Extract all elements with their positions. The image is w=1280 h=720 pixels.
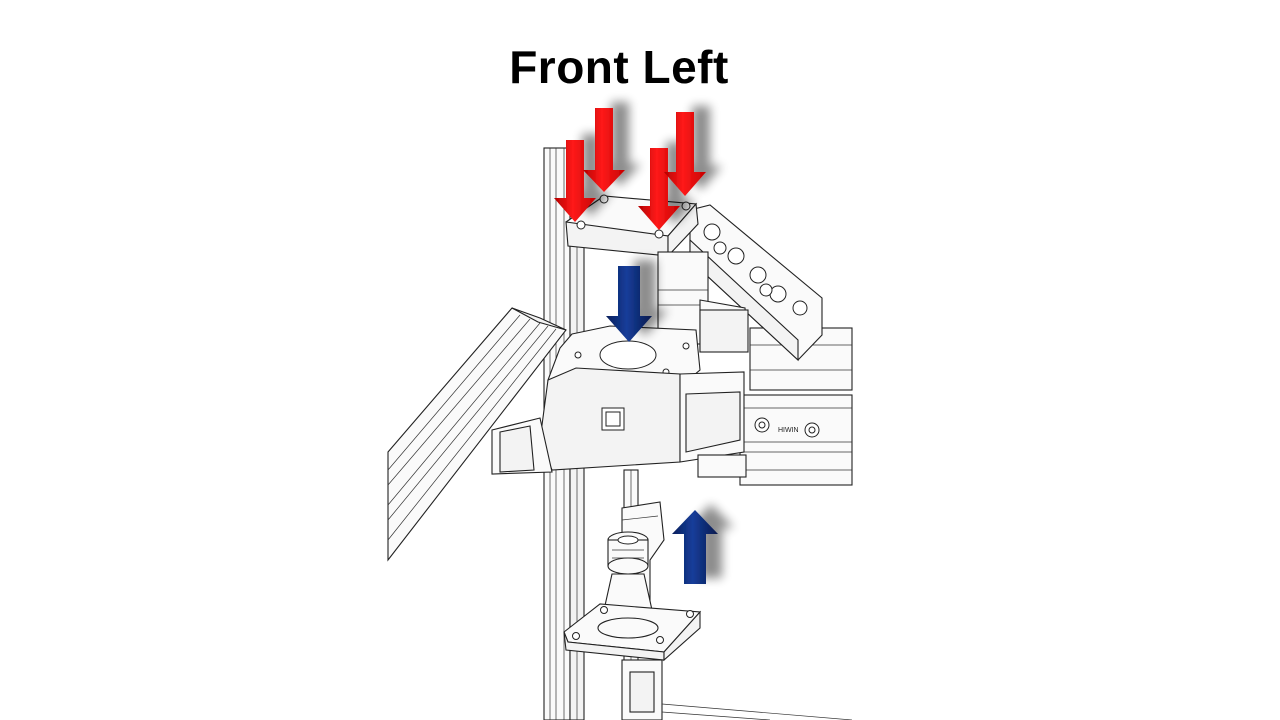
red-arrow-3 xyxy=(638,148,680,230)
page-title: Front Left xyxy=(509,41,729,93)
arrow-up-icon xyxy=(672,510,718,584)
bottom-motor-mount xyxy=(563,573,853,720)
corner-block xyxy=(491,325,747,478)
blue-up-arrow xyxy=(672,510,718,584)
arrow-down-icon xyxy=(554,140,596,222)
arrow-down-icon xyxy=(606,266,652,342)
red-arrow-2 xyxy=(583,108,625,192)
arrow-down-icon xyxy=(583,108,625,192)
arrow-down-icon xyxy=(664,112,706,196)
red-arrow-4 xyxy=(664,112,706,196)
diagonal-extrusion xyxy=(387,307,567,562)
blue-down-arrow xyxy=(606,266,652,342)
red-arrow-1 xyxy=(554,140,596,222)
linear-rail: HIWIN xyxy=(739,327,853,486)
angled-bracket xyxy=(689,204,823,362)
idler-pulley xyxy=(607,531,649,575)
arrow-down-icon xyxy=(638,148,680,230)
rail-brand-label: HIWIN xyxy=(778,427,799,434)
